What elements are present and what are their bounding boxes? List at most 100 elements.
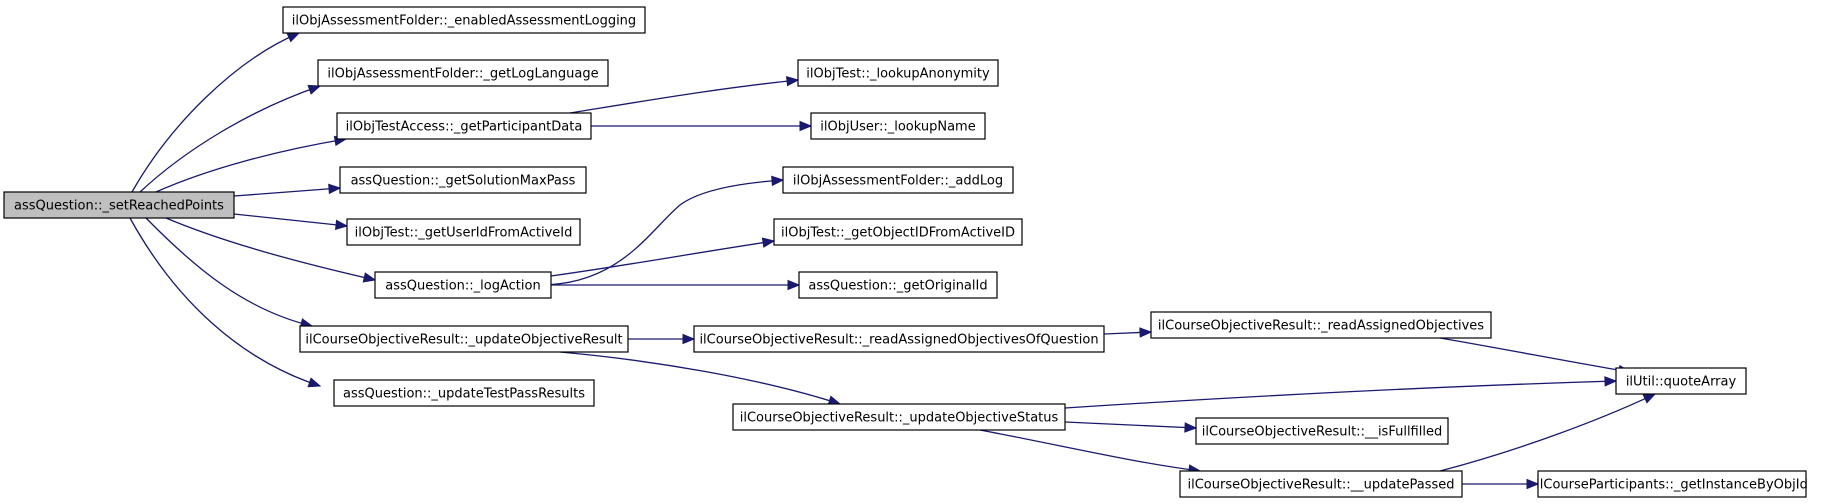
edge-n0-n6 — [165, 217, 377, 283]
function-node[interactable]: ilObjAssessmentFolder::_enabledAssessmen… — [282, 6, 646, 34]
node-box — [810, 112, 986, 140]
edge-n6-n13 — [551, 279, 801, 291]
edge-line-n19-n17 — [1439, 393, 1656, 472]
function-node[interactable]: ilObjAssessmentFolder::_getLogLanguage — [317, 59, 609, 87]
function-node[interactable]: ilCourseParticipants::_getInstanceByObjI… — [1536, 470, 1808, 498]
node-label: assQuestion::_logAction — [385, 279, 540, 294]
node-box — [693, 325, 1105, 353]
node-label: ilObjTest::_getUserIdFromActiveId — [355, 226, 573, 241]
node-box — [1150, 311, 1492, 339]
function-node[interactable]: ilObjTest::_lookupAnonymity — [797, 59, 999, 87]
function-node[interactable]: ilObjTest::_getUserIdFromActiveId — [346, 218, 581, 246]
node-label: assQuestion::_updateTestPassResults — [343, 387, 585, 402]
edge-n3-n10-arrowhead — [799, 120, 813, 132]
function-node[interactable]: ilCourseObjectiveResult::_updateObjectiv… — [732, 403, 1066, 431]
function-node[interactable]: ilCourseObjectiveResult::_updateObjectiv… — [299, 325, 629, 353]
function-node[interactable]: ilCourseObjectiveResult::__isFullfilled — [1195, 417, 1449, 445]
edge-n6-n11-arrowhead — [771, 175, 785, 187]
edge-n15-n18 — [1064, 421, 1198, 433]
edge-n0-n5 — [233, 213, 349, 231]
edge-line-n0-n6 — [165, 217, 376, 281]
function-node[interactable]: ilObjAssessmentFolder::_addLog — [782, 166, 1014, 194]
edge-line-n0-n4 — [233, 187, 341, 197]
edge-n0-n3 — [155, 135, 348, 193]
edge-n7-n15 — [559, 351, 842, 406]
edge-n19-n17 — [1439, 393, 1657, 472]
node-label: ilCourseObjectiveResult::__updatePassed — [1187, 478, 1454, 493]
edge-line-n0-n7 — [145, 217, 313, 327]
edge-n0-n7 — [145, 217, 314, 329]
node-box — [773, 218, 1023, 246]
node-box — [782, 166, 1014, 194]
function-node[interactable]: ilCourseObjectiveResult::__updatePassed — [1179, 470, 1463, 498]
edge-n0-n6-arrowhead — [362, 272, 377, 283]
node-box — [336, 112, 592, 140]
edge-n0-n2 — [139, 84, 322, 193]
node-box — [797, 59, 999, 87]
edge-n19-n20-arrowhead — [1526, 478, 1540, 490]
node-box — [1179, 470, 1463, 498]
function-node[interactable]: ilCourseObjectiveResult::_readAssignedOb… — [1150, 311, 1492, 339]
edge-line-n3-n9 — [569, 79, 799, 114]
edge-n0-n8-arrowhead — [307, 377, 322, 388]
edge-n0-n4 — [233, 183, 342, 197]
function-node[interactable]: ilObjTestAccess::_getParticipantData — [336, 112, 592, 140]
node-label: ilCourseObjectiveResult::__isFullfilled — [1202, 425, 1442, 440]
node-box — [732, 403, 1066, 431]
function-node[interactable]: assQuestion::_logAction — [374, 271, 552, 299]
node-box — [299, 325, 629, 353]
function-node[interactable]: ilUtil::quoteArray — [1615, 367, 1747, 395]
edge-n6-n12-arrowhead — [761, 237, 776, 248]
node-label: ilCourseObjectiveResult::_readAssignedOb… — [1158, 319, 1484, 334]
edge-n15-n17 — [1064, 376, 1618, 409]
edge-line-n0-n3 — [155, 138, 347, 193]
node-label: ilObjTest::_getObjectIDFromActiveID — [781, 226, 1015, 241]
edge-line-n0-n8 — [129, 217, 321, 387]
edges-layer — [129, 32, 1657, 490]
function-node[interactable]: assQuestion::_getSolutionMaxPass — [339, 166, 587, 194]
node-box — [1537, 470, 1807, 498]
edge-n6-n13-arrowhead — [787, 279, 801, 291]
node-box — [1615, 367, 1747, 395]
edge-line-n15-n18 — [1064, 421, 1197, 429]
node-label: ilCourseObjectiveResult::_updateObjectiv… — [740, 411, 1059, 426]
edge-n0-n8 — [129, 217, 322, 388]
edge-line-n15-n17 — [1064, 380, 1617, 409]
edge-n14-n16 — [1103, 327, 1153, 338]
node-box — [346, 218, 581, 246]
edge-n7-n14 — [628, 333, 696, 345]
node-label: ilUtil::quoteArray — [1626, 375, 1737, 390]
node-box — [798, 271, 998, 299]
node-label: ilObjTestAccess::_getParticipantData — [346, 120, 583, 135]
edge-n15-n18-arrowhead — [1184, 422, 1198, 433]
edge-n14-n16-arrowhead — [1139, 327, 1153, 338]
edge-line-n15-n19 — [979, 429, 1201, 472]
edge-n0-n1-arrowhead — [286, 32, 301, 43]
edge-line-n0-n1 — [131, 32, 300, 193]
edge-line-n6-n11 — [539, 179, 784, 286]
edge-n19-n20 — [1462, 478, 1540, 490]
node-label: assQuestion::_setReachedPoints — [14, 199, 224, 214]
edge-n6-n11 — [539, 175, 785, 286]
node-label: ilObjAssessmentFolder::_addLog — [793, 174, 1003, 189]
node-label: assQuestion::_getOriginalId — [808, 279, 987, 294]
edge-line-n16-n17 — [1439, 337, 1631, 373]
edge-n7-n14-arrowhead — [682, 333, 696, 345]
edge-n15-n19 — [979, 429, 1202, 475]
edge-n0-n5-arrowhead — [335, 219, 349, 231]
node-label: ilObjUser::_lookupName — [820, 120, 975, 135]
function-node[interactable]: ilCourseObjectiveResult::_readAssignedOb… — [693, 325, 1105, 353]
function-node[interactable]: ilObjTest::_getObjectIDFromActiveID — [773, 218, 1023, 246]
root-function-node[interactable]: assQuestion::_setReachedPoints — [3, 191, 235, 219]
function-node[interactable]: assQuestion::_updateTestPassResults — [333, 379, 595, 407]
node-label: ilCourseObjectiveResult::_updateObjectiv… — [305, 333, 622, 348]
node-box — [317, 59, 609, 87]
function-node[interactable]: assQuestion::_getOriginalId — [798, 271, 998, 299]
edge-n0-n4-arrowhead — [328, 183, 342, 195]
function-node[interactable]: ilObjUser::_lookupName — [810, 112, 986, 140]
node-box — [339, 166, 587, 194]
edge-n0-n2-arrowhead — [307, 84, 322, 95]
node-label: ilCourseObjectiveResult::_readAssignedOb… — [699, 333, 1098, 348]
edge-n3-n9-arrowhead — [786, 75, 800, 87]
